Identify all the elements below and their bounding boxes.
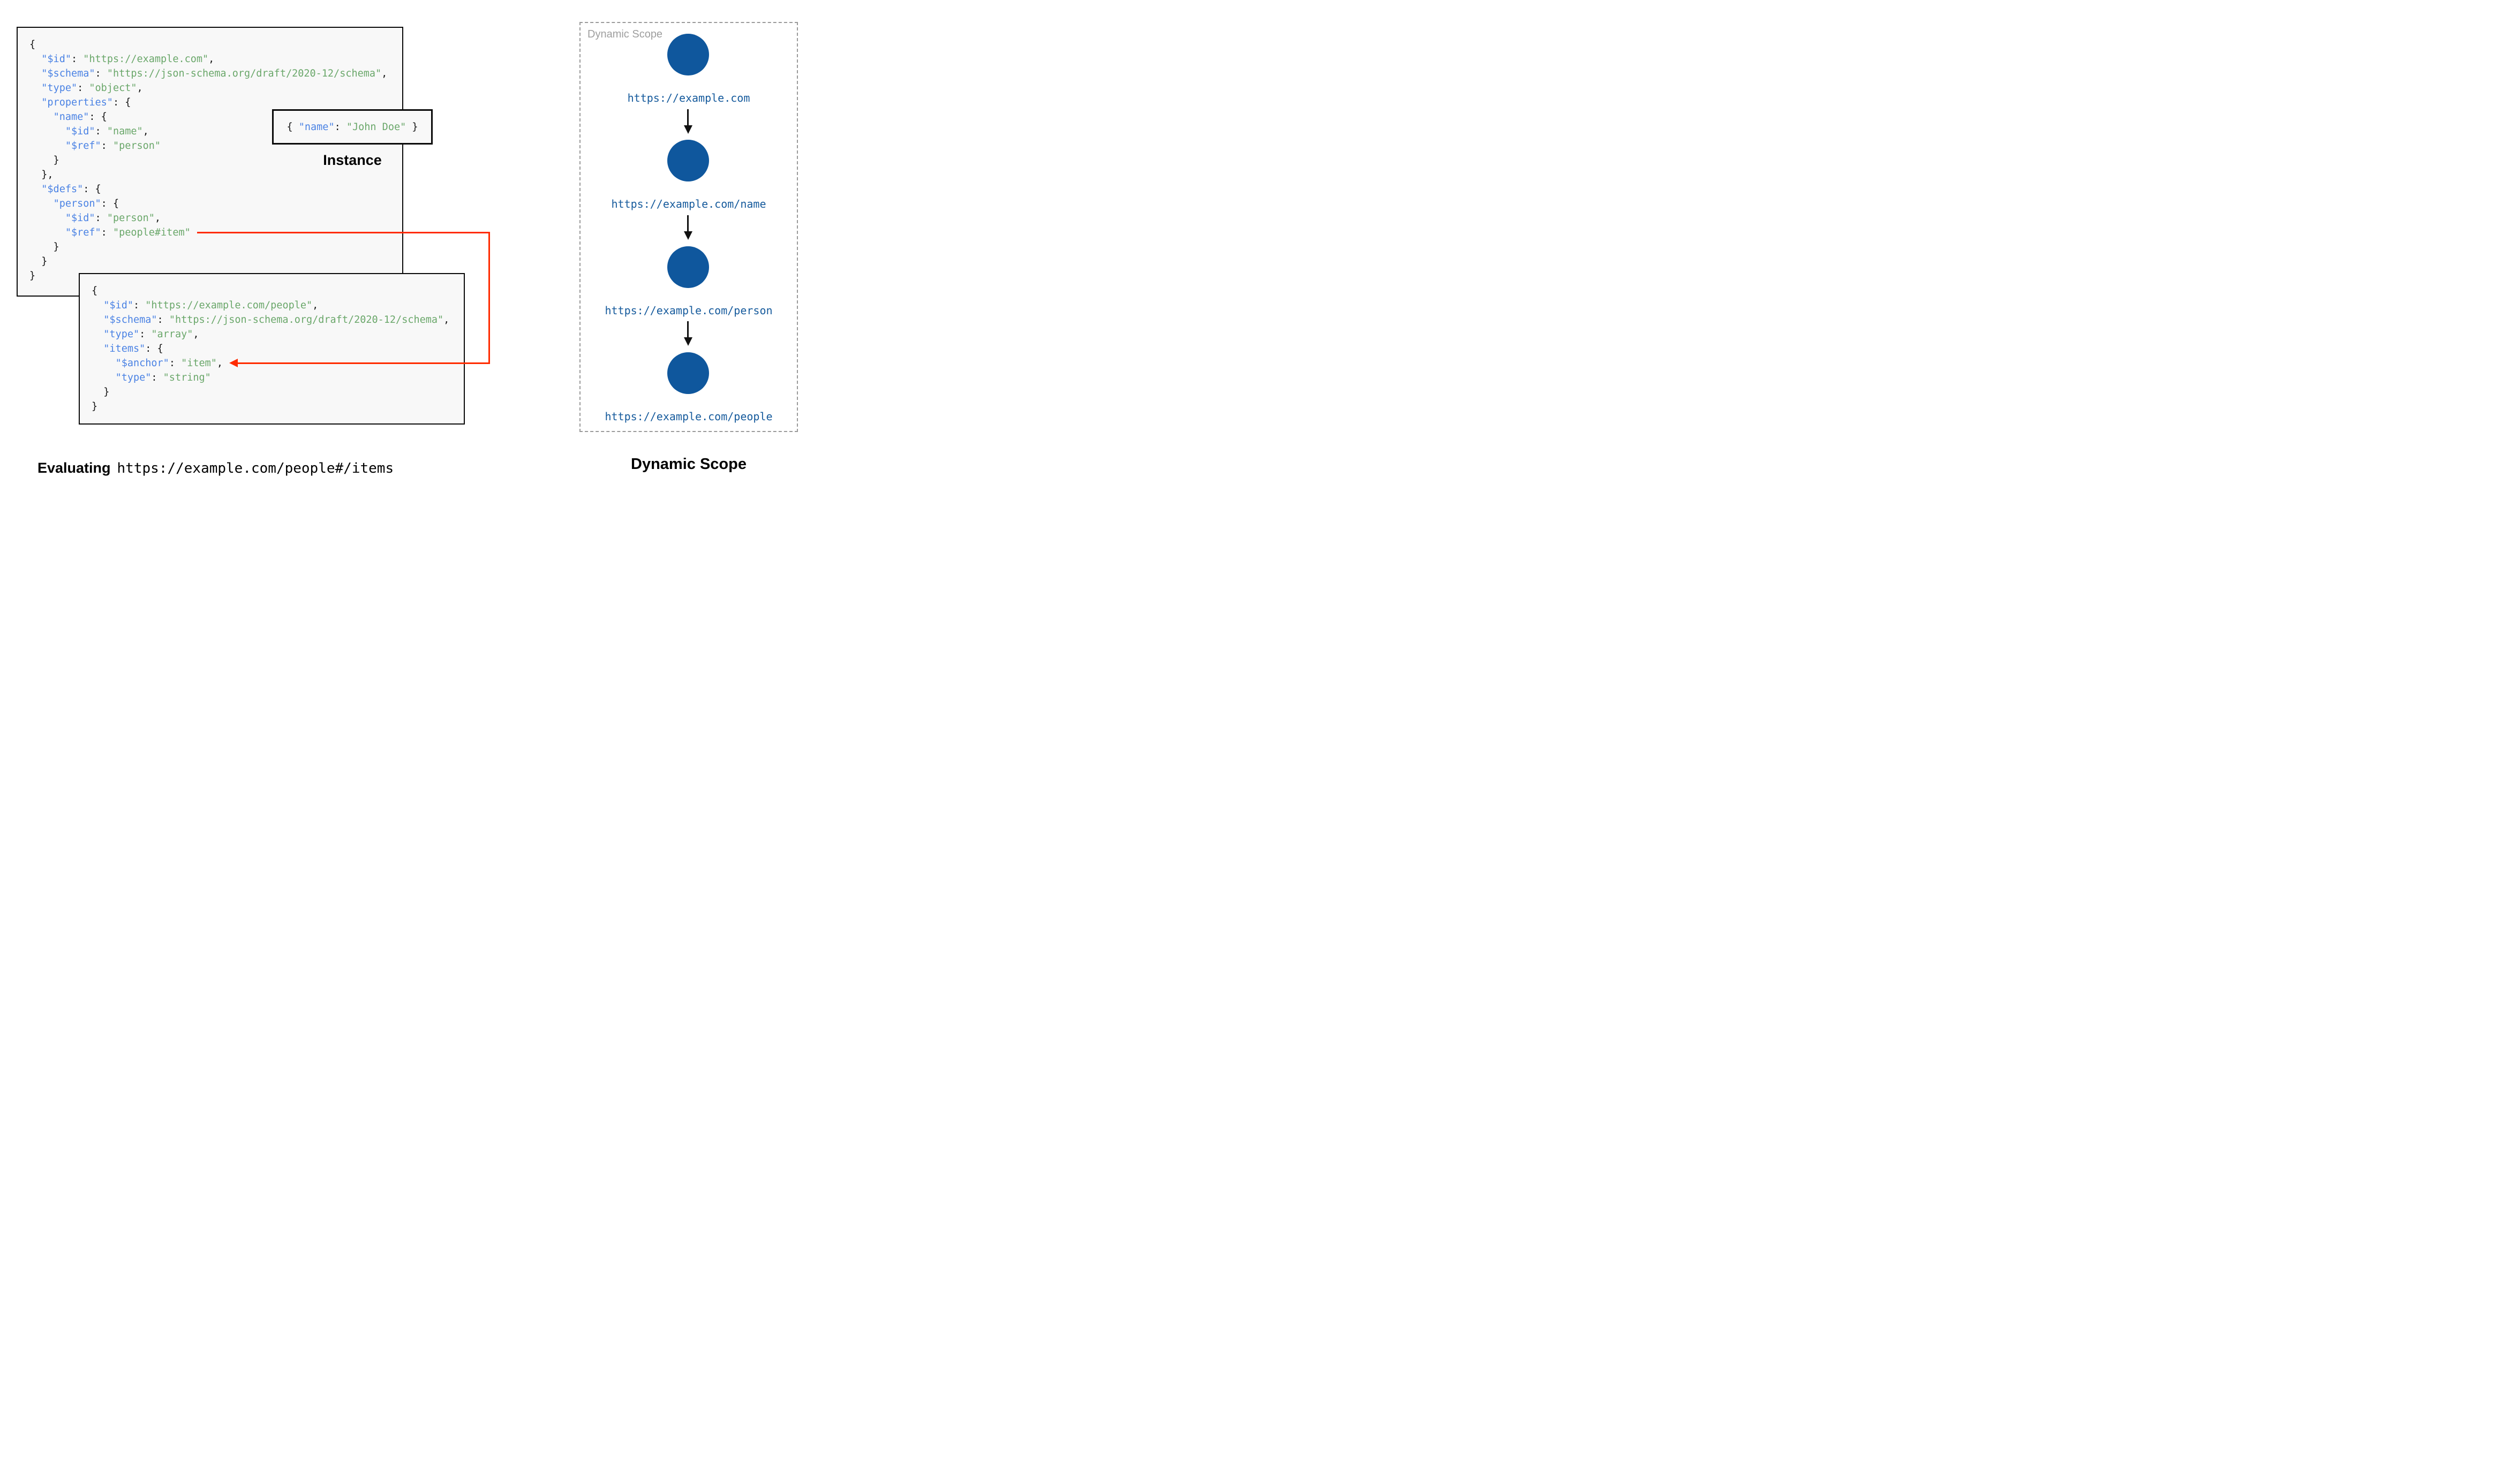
ref-arrow-segment-top [197,232,490,233]
json-schema-evaluation-diagram: { "$id": "https://example.com", "$schema… [0,0,839,495]
evaluating-caption-uri: https://example.com/people#/items [117,460,394,476]
ref-arrow-segment-vertical [488,232,490,364]
scope-node-circle [667,140,709,181]
root-schema-box: { "$id": "https://example.com", "$schema… [17,27,403,297]
evaluating-caption: Evaluating https://example.com/people#/it… [37,458,394,478]
scope-node-url: https://example.com [627,92,750,104]
scope-node-url: https://example.com/name [611,198,766,210]
instance-box: { "name": "John Doe" } [272,109,433,145]
root-schema-code: { "$id": "https://example.com", "$schema… [29,39,388,282]
down-arrow-icon [683,321,692,346]
dynamic-scope-frame: Dynamic Scope https://example.com https:… [579,22,798,432]
instance-label: Instance [323,152,382,168]
people-schema-box: { "$id": "https://example.com/people", "… [79,273,465,425]
scope-node-circle [667,246,709,288]
down-arrow-icon [683,215,692,240]
instance-code: { "name": "John Doe" } [287,121,418,133]
dynamic-scope-frame-label: Dynamic Scope [587,28,663,40]
people-schema-code: { "$id": "https://example.com/people", "… [92,285,450,412]
ref-arrow-head-icon [229,359,238,367]
scope-node-circle [667,34,709,75]
down-arrow-icon [683,109,692,134]
scope-node-url: https://example.com/people [605,410,773,423]
dynamic-scope-title: Dynamic Scope [631,456,747,473]
ref-arrow-segment-bottom [238,362,490,364]
scope-node-circle [667,352,709,394]
scope-node-url: https://example.com/person [605,304,773,317]
evaluating-caption-prefix: Evaluating [37,460,111,476]
